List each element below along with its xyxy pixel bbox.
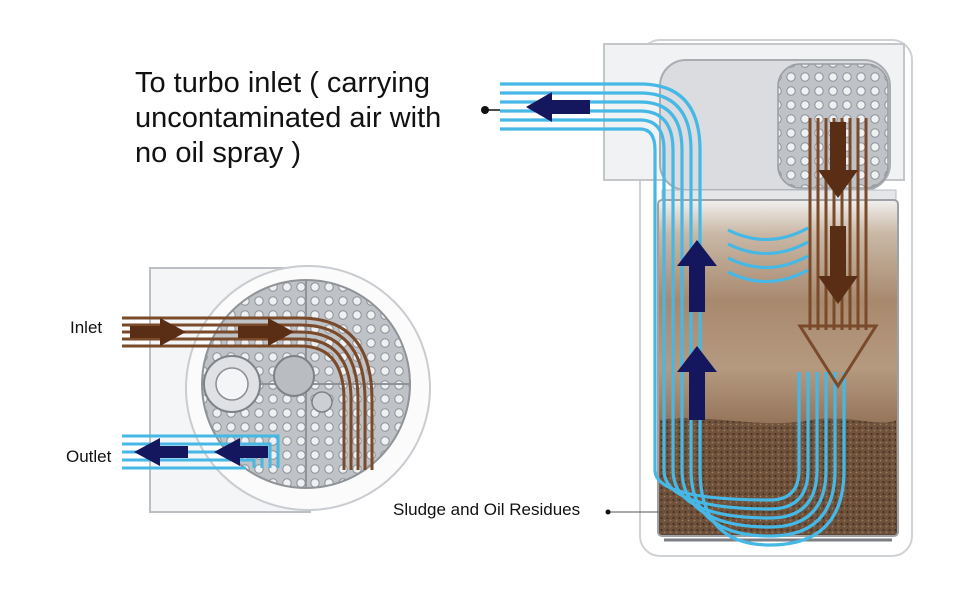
oil-drop-arrow (797, 324, 879, 389)
left-arrow-icon (526, 92, 590, 122)
oily-air-flow (808, 118, 868, 330)
turbo-inlet-label-line1: To turbo inlet ( carrying (135, 67, 430, 99)
down-arrow-icon (818, 226, 858, 304)
inlet-arrows (130, 318, 294, 346)
inlet-oily-flow (122, 316, 374, 470)
turbo-inlet-label-line3: no oil spray ) (135, 137, 302, 169)
down-arrows (818, 122, 858, 304)
outlet-label: Outlet (66, 447, 112, 466)
right-arrow-icon (238, 318, 294, 346)
up-arrows (677, 240, 717, 420)
top-view-center-post (273, 355, 315, 397)
catch-can-top-view (122, 265, 431, 513)
surface-ripple (727, 226, 809, 283)
left-arrow-icon (134, 438, 188, 466)
turbo-inlet-label: To turbo inlet ( carrying uncontaminated… (135, 66, 441, 171)
turbo-inlet-label-line2: uncontaminated air with (135, 102, 442, 134)
up-arrow-icon (677, 240, 717, 312)
right-arrow-icon (130, 318, 186, 346)
catch-can-section (481, 39, 913, 557)
inlet-label: Inlet (70, 318, 103, 337)
sludge-callout-dot (605, 509, 611, 515)
down-arrow-icon (818, 122, 858, 198)
sludge-label: Sludge and Oil Residues (393, 500, 581, 519)
up-arrow-icon (677, 346, 717, 420)
clean-air-flow (500, 82, 846, 547)
outlet-arrows (134, 438, 268, 466)
left-arrow-icon (214, 438, 268, 466)
